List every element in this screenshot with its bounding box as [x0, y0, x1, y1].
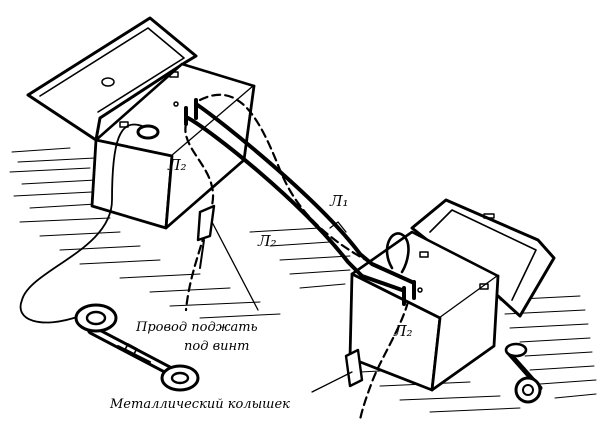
metal-stake-left: [196, 204, 216, 269]
telephone-box-right: [348, 198, 556, 404]
leader-lines: [211, 221, 353, 393]
telephone-box-left: [26, 16, 256, 230]
label-l1-middle: Л₁: [329, 192, 349, 210]
caption-stake: Металлический колышек: [109, 397, 290, 412]
handset: [74, 303, 200, 392]
label-l2-right: Л₂: [393, 322, 413, 340]
line-wire-l1: [186, 102, 414, 292]
metal-stake-right: [344, 348, 364, 388]
box-left-front: [90, 138, 174, 230]
box-left-side: [164, 84, 256, 230]
ground-hatching-left: [9, 147, 351, 319]
stowed-handset-earpiece: [514, 376, 542, 404]
handset-cord: [19, 123, 143, 324]
handset-earpiece: [74, 303, 118, 333]
label-l2-middle: Л₂: [257, 232, 277, 250]
handset-mouthpiece: [160, 364, 200, 392]
caption-screw-line2: под винт: [184, 339, 249, 354]
caption-screw-line1: Провод поджать: [135, 320, 258, 335]
label-l2-left: Л₂: [167, 156, 187, 174]
box-right-side: [430, 274, 500, 392]
line-wire-l2-dashed: [184, 93, 410, 422]
